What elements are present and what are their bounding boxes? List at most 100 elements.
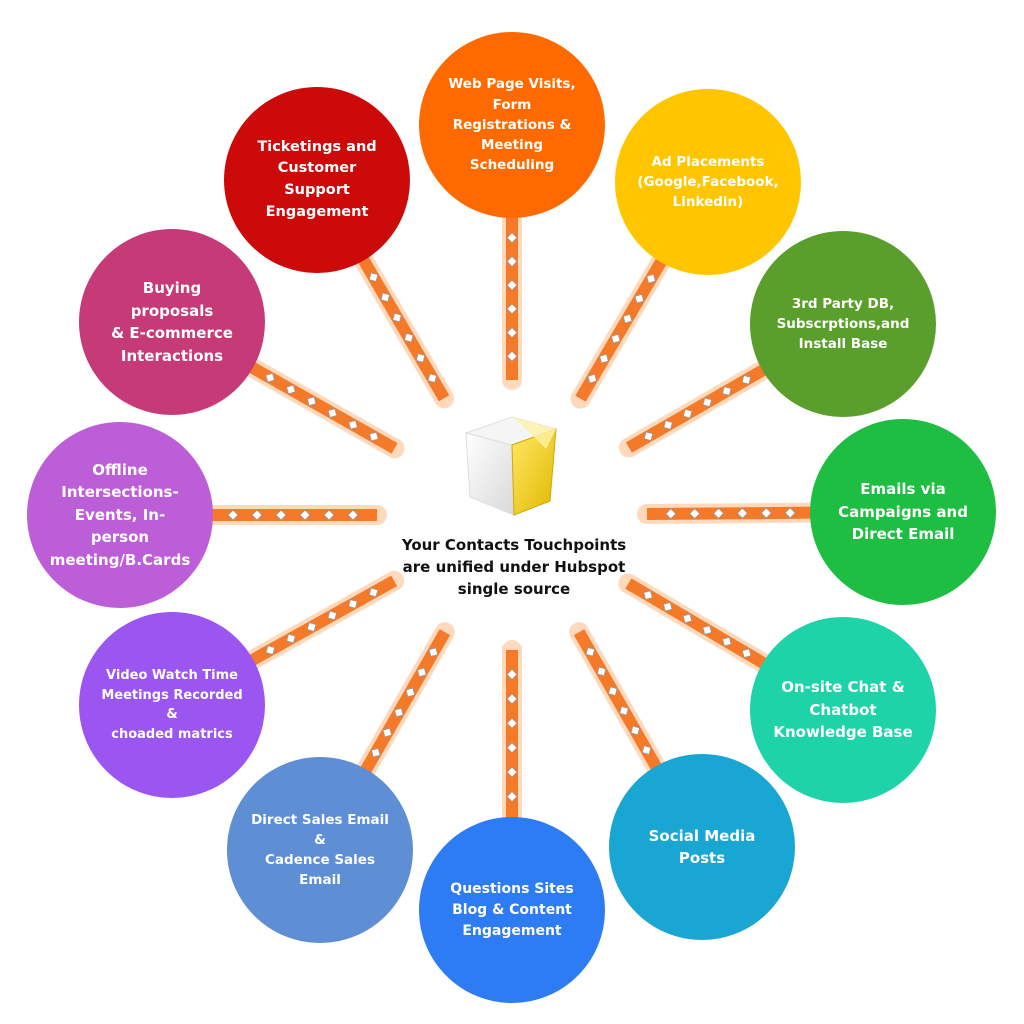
cube-marker-icon: [348, 420, 358, 430]
cube-marker-icon: [608, 686, 618, 696]
cube-marker-icon: [392, 312, 402, 323]
cube-marker-icon: [417, 667, 427, 678]
cube-marker-icon: [265, 372, 275, 383]
cube-marker-icon: [251, 509, 263, 521]
cube-marker-icon: [275, 509, 287, 521]
cube-marker-icon: [506, 327, 518, 339]
cube-marker-icon: [643, 590, 653, 600]
cube-marker-icon: [702, 625, 712, 635]
cube-marker-icon: [689, 508, 701, 520]
cube-marker-icon: [682, 408, 693, 419]
cube-marker-icon: [702, 397, 712, 408]
connector-beam: [570, 248, 673, 409]
cube-marker-icon: [369, 431, 379, 442]
touchpoint-node: Ticketings and Customer Support Engageme…: [224, 87, 410, 273]
touchpoint-node: Buying proposals & E-commerce Interactio…: [79, 229, 265, 415]
cube-marker-icon: [404, 332, 414, 343]
connector-beam: [502, 204, 522, 390]
cube-marker-icon: [348, 599, 358, 609]
cube-marker-icon: [713, 507, 725, 519]
touchpoint-node: Social Media Posts: [609, 754, 795, 940]
cube-marker-icon: [394, 707, 404, 718]
connector-beam: [239, 570, 405, 672]
touchpoint-node: Video Watch Time Meetings Recorded & cho…: [79, 612, 265, 798]
cube-marker-icon: [662, 602, 673, 612]
cube-marker-icon: [665, 508, 677, 520]
cube-marker-icon: [427, 373, 438, 383]
cube-marker-icon: [663, 420, 673, 430]
touchpoint-node: 3rd Party DB, Subscrptions,and Install B…: [750, 231, 936, 417]
cube-marker-icon: [286, 384, 296, 395]
connector-beam: [354, 622, 455, 783]
connector-beam: [618, 358, 776, 458]
touchpoint-node: Web Page Visits, Form Registrations & Me…: [419, 32, 605, 218]
cube-marker-icon: [227, 509, 239, 521]
cube-marker-icon: [265, 645, 276, 655]
touchpoint-node: Questions Sites Blog & Content Engagemen…: [419, 817, 605, 1003]
touchpoint-node: Emails via Campaigns and Direct Email: [810, 419, 996, 605]
connector-beam: [351, 246, 455, 409]
cube-marker-icon: [299, 509, 311, 521]
touchpoint-node: Direct Sales Email & Cadence Sales Email: [227, 757, 413, 943]
cube-marker-icon: [641, 745, 652, 755]
cube-marker-icon: [643, 431, 654, 442]
cube-marker-icon: [306, 622, 317, 632]
touchpoint-label: Ticketings and Customer Support Engageme…: [257, 138, 377, 220]
touchpoint-node: On-site Chat & Chatbot Knowledge Base: [750, 617, 936, 803]
cube-marker-icon: [721, 386, 732, 396]
cube-marker-icon: [587, 373, 597, 384]
cube-marker-icon: [323, 509, 335, 521]
cube-marker-icon: [630, 725, 641, 736]
cube-marker-icon: [382, 727, 393, 738]
cube-marker-icon: [634, 293, 645, 304]
cube-marker-icon: [506, 766, 518, 778]
cube-marker-icon: [736, 507, 748, 519]
touchpoint-label: Video Watch Time Meetings Recorded & cho…: [101, 668, 243, 742]
cube-marker-icon: [506, 232, 518, 244]
cube-marker-icon: [760, 507, 772, 519]
touchpoint-label: On-site Chat & Chatbot Knowledge Base: [773, 678, 913, 742]
cube-marker-icon: [722, 636, 732, 647]
cube-marker-icon: [306, 396, 317, 407]
touchpoint-label: Buying proposals & E-commerce Interactio…: [111, 279, 233, 365]
cube-marker-icon: [506, 668, 518, 680]
cube-marker-icon: [506, 350, 518, 362]
cube-marker-icon: [784, 507, 796, 519]
cube-marker-icon: [611, 333, 621, 344]
cube-marker-icon: [682, 613, 693, 624]
touchpoint-node: Ad Placements (Google,Facebook, Linkedin…: [615, 89, 801, 275]
connector-beam: [199, 505, 387, 525]
touchpoint-label: 3rd Party DB, Subscrptions,and Install B…: [776, 295, 910, 353]
cube-marker-icon: [368, 272, 379, 282]
cube-marker-icon: [327, 408, 338, 418]
touchpoint-label: Social Media Posts: [648, 826, 756, 868]
connector-beam: [569, 622, 668, 780]
touchpoint-label: Direct Sales Email & Cadence Sales Email: [251, 811, 389, 889]
cube-icon: [464, 416, 558, 516]
center-caption: Your Contacts Touchpoints are unified un…: [401, 536, 627, 598]
cube-marker-icon: [741, 374, 752, 385]
cube-marker-icon: [370, 747, 381, 758]
cube-marker-icon: [506, 791, 518, 803]
touchpoint-label: Web Page Visits, Form Registrations & Me…: [448, 76, 576, 174]
connector-beam: [618, 573, 777, 675]
cube-marker-icon: [646, 273, 656, 284]
connector-beam: [636, 502, 825, 524]
cube-marker-icon: [327, 610, 338, 621]
touchpoint-node: Offline Intersections- Events, In-person…: [27, 422, 213, 608]
connector-beam: [502, 640, 522, 831]
cube-marker-icon: [596, 666, 607, 677]
cube-marker-icon: [741, 648, 752, 658]
cube-marker-icon: [506, 279, 518, 291]
touchpoint-label: Ad Placements (Google,Facebook, Linkedin…: [637, 153, 779, 211]
cube-marker-icon: [506, 693, 518, 705]
cube-marker-icon: [347, 509, 359, 521]
cube-marker-icon: [599, 353, 609, 364]
cube-marker-icon: [619, 706, 629, 716]
cube-marker-icon: [368, 587, 379, 598]
cube-marker-icon: [506, 742, 518, 754]
cube-marker-icon: [405, 687, 416, 698]
cube-marker-icon: [622, 313, 633, 324]
cube-marker-icon: [286, 633, 296, 644]
